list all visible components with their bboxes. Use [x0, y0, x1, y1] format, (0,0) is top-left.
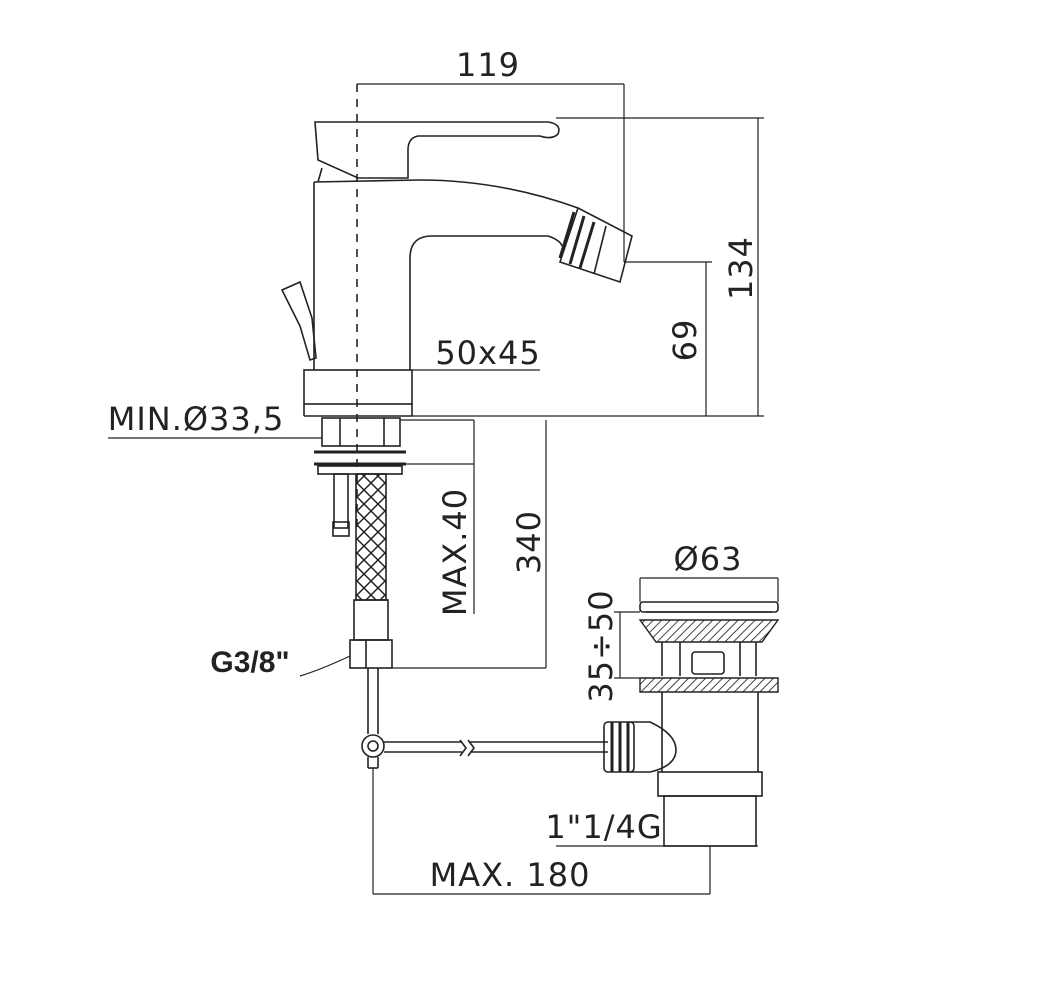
pop-up-rod [361, 668, 608, 769]
dim-hose-thread: G3/8" [210, 646, 289, 679]
fixing-assembly [314, 417, 406, 669]
dim-base-size: 50x45 [435, 334, 540, 372]
dimension-lines [108, 83, 779, 895]
dim-waste-range: 35÷50 [582, 589, 620, 702]
mixer-body [280, 121, 633, 417]
base-plate [303, 369, 413, 405]
dim-max-thickness: MAX.40 [436, 488, 474, 616]
dim-max-distance: MAX. 180 [430, 856, 591, 894]
dim-waste-thread: 1"1/4G [545, 808, 662, 846]
dim-waste-diameter: Ø63 [674, 540, 743, 578]
hose-nut [349, 639, 393, 669]
dim-height-total: 134 [722, 236, 760, 300]
dim-spout-height: 69 [666, 319, 704, 362]
dim-hole-min: MIN.Ø33,5 [108, 400, 285, 438]
braided-hose [355, 473, 387, 601]
dim-hose-length: 340 [510, 510, 548, 574]
spout-nozzle [558, 206, 633, 284]
dim-width-top: 119 [456, 46, 520, 84]
